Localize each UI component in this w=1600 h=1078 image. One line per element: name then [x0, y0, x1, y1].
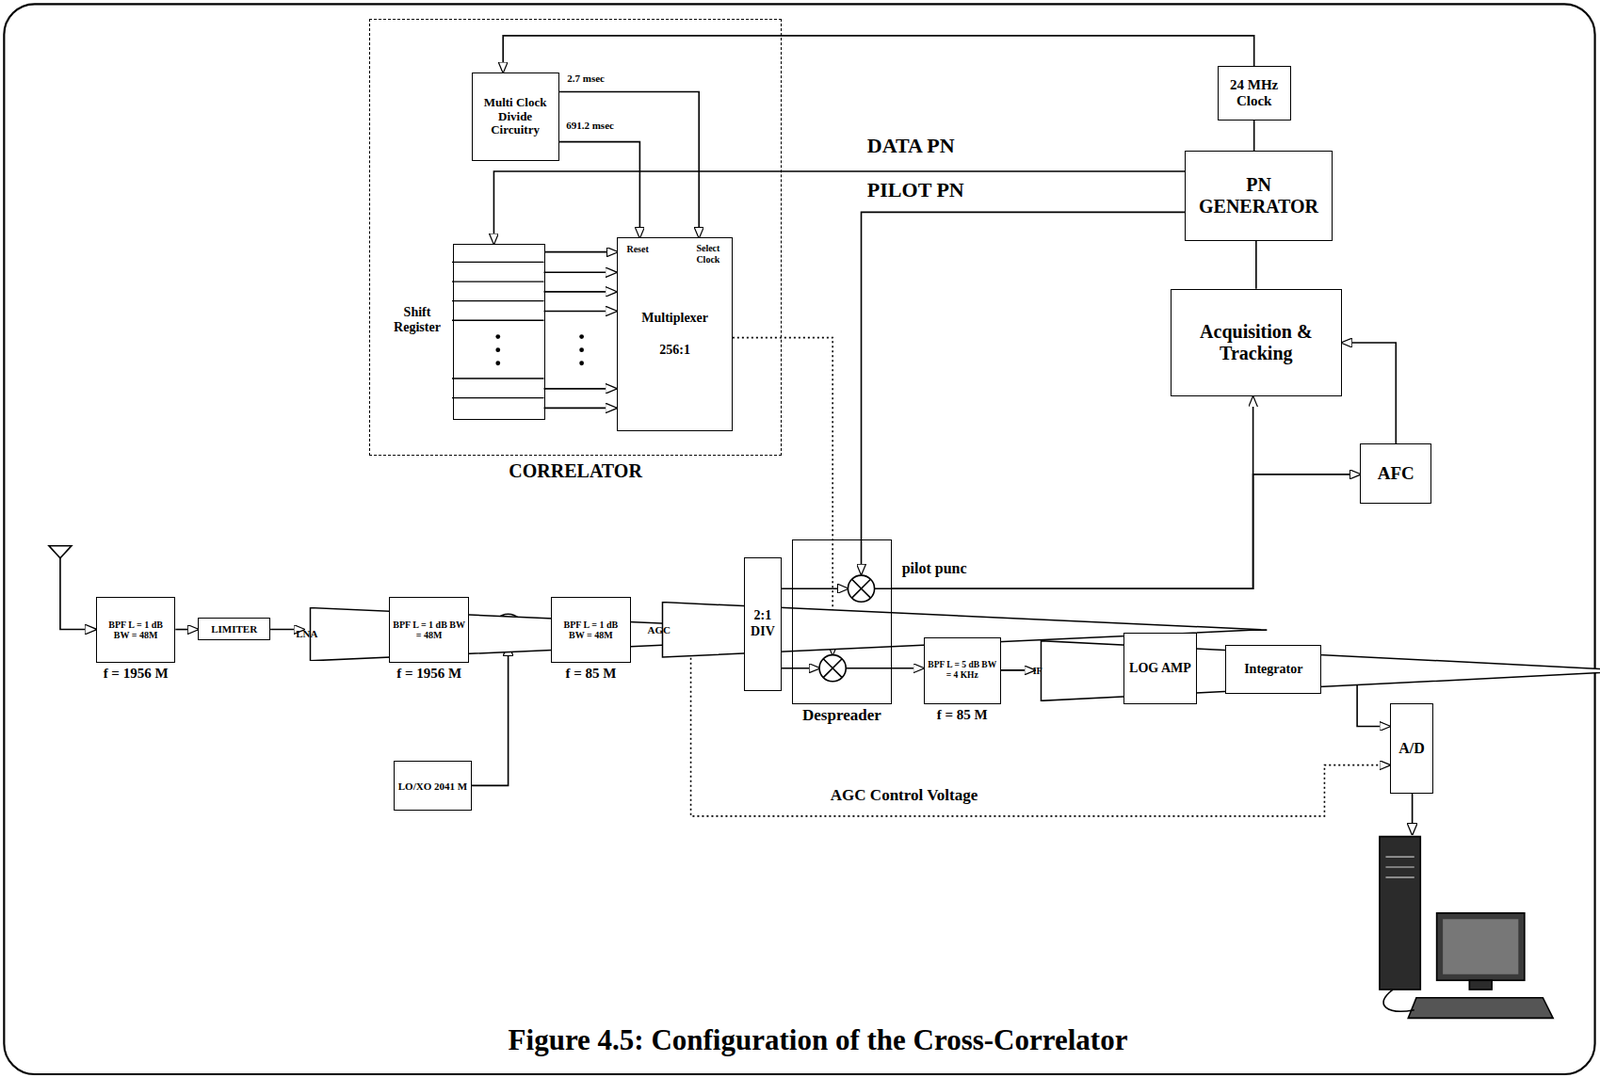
node-label: LIMITER [210, 623, 258, 636]
node-label: AGC [647, 624, 671, 637]
figure-caption: Figure 4.5: Configuration of the Cross-C… [0, 1023, 1600, 1058]
multiplier-cross [852, 579, 872, 598]
tap-arrow [544, 310, 617, 313]
signal-label: 691.2 msec [564, 119, 616, 132]
figure-frame [3, 3, 1595, 1075]
signal-label: DATA PN [865, 133, 957, 158]
signal-label: AGC Control Voltage [828, 786, 980, 806]
multiplexer-box: Reset Select ClockMultiplexer 256:1 [616, 237, 732, 432]
node-label: Multiplexer [641, 310, 709, 326]
node-label: Multi Clock Divide Circuitry [475, 96, 556, 139]
node-label: PN GENERATOR [1188, 174, 1329, 218]
signal-label: PILOT PN [865, 177, 967, 202]
node-label: 24 MHz Clock [1221, 77, 1288, 111]
outside-label: CORRELATOR [370, 460, 781, 483]
afc-box: AFC [1359, 443, 1432, 504]
shift-register-cells [452, 261, 545, 398]
bandpass-filter-box: BPF L = 1 dB BW = 48Mf = 1956 M [388, 597, 470, 663]
node-label: BPF L = 5 dB BW = 4 KHz [927, 660, 998, 681]
node-label: Integrator [1244, 662, 1303, 678]
signal-connector [175, 629, 198, 631]
bandpass-filter-box: BPF L = 1 dB BW = 48Mf = 85 M [550, 597, 631, 663]
multiplier-cross [823, 659, 842, 679]
computer-tower [1379, 837, 1421, 991]
signal-connector [559, 142, 641, 239]
node-label: AFC [1377, 463, 1415, 485]
signal-connector [781, 667, 820, 670]
limiter-box: LIMITER [197, 617, 271, 642]
dot [579, 334, 584, 340]
adc-output-wire [1411, 793, 1414, 835]
multiplier-symbol [847, 575, 874, 602]
signal-connector [1001, 669, 1035, 672]
antenna-symbol [48, 546, 72, 559]
signal-connector [891, 667, 924, 670]
clock-box: 24 MHz Clock [1217, 65, 1292, 120]
tower-bays [1385, 856, 1414, 878]
node-label: 256:1 [659, 342, 691, 358]
signal-connector [891, 396, 1254, 589]
dot [495, 360, 501, 366]
tap-arrow [544, 290, 617, 293]
outside-label: Select Clock [689, 242, 728, 265]
signal-connector [559, 92, 700, 239]
oscillator-box: LO/XO 2041 M [393, 760, 471, 811]
signal-connector [502, 35, 1254, 73]
outside-label: f = 1956 M [367, 665, 492, 682]
outside-label: Despreader [774, 706, 910, 726]
outside-label: f = 85 M [529, 665, 653, 682]
ellipsis-dots [495, 334, 584, 366]
node-label: A/D [1398, 740, 1425, 758]
node-label: BPF L = 1 dB BW = 48M [554, 619, 628, 642]
node-label: LO/XO 2041 M [398, 780, 468, 793]
clock-divider-box: Multi Clock Divide Circuitry [471, 72, 560, 162]
signal-connector [861, 211, 1185, 575]
signal-connector [493, 171, 1185, 244]
monitor-stand [1469, 980, 1492, 990]
dot [495, 347, 501, 353]
signal-connector [1253, 120, 1256, 152]
despreader-group: Despreader [791, 539, 892, 704]
pn-generator-box: PN GENERATOR [1184, 150, 1333, 241]
integrator-box: Integrator [1225, 645, 1322, 695]
acquisition-box: Acquisition & Tracking [1170, 289, 1342, 398]
node-label: LNA [295, 628, 318, 641]
computer-monitor [1437, 913, 1525, 982]
node-label: BPF L = 1 dB BW = 48M [392, 619, 467, 642]
lo-wire [471, 645, 509, 787]
outside-label: f = 85 M [902, 707, 1023, 724]
dot [495, 334, 501, 340]
tap-arrow [544, 407, 617, 410]
bandpass-filter-box: BPF L = 5 dB BW = 4 KHzf = 85 M [923, 637, 1002, 704]
multiplier-symbol [819, 655, 846, 682]
tap-arrow [544, 271, 617, 274]
monitor-screen [1442, 919, 1519, 975]
signal-connector [545, 251, 618, 254]
computer-keyboard [1407, 998, 1553, 1019]
node-label: IF [1033, 665, 1043, 678]
antenna-wire [60, 558, 97, 631]
outside-label: f = 1956 M [74, 665, 198, 682]
outside-label: Reset [626, 243, 648, 256]
divider-box: 2:1 DIV [743, 557, 782, 692]
node-label: 2:1 DIV [747, 608, 778, 639]
signal-connector [891, 474, 1360, 589]
node-label: BPF L = 1 dB BW = 48M [99, 619, 173, 642]
node-label: LOG AMP [1129, 661, 1192, 677]
node-label: Acquisition & Tracking [1174, 321, 1339, 365]
shift-register: Shift Register [452, 243, 546, 421]
outside-label: Shift Register [387, 305, 447, 336]
computer-cable [1383, 989, 1415, 1012]
tap-arrow [544, 387, 617, 390]
adc-box: A/D [1389, 703, 1435, 794]
signal-label: pilot punc [900, 560, 970, 578]
dot [579, 347, 584, 353]
signal-connector [1255, 241, 1258, 290]
bandpass-filter-box: BPF L = 1 dB BW = 48Mf = 1956 M [96, 597, 177, 663]
dot [579, 360, 584, 366]
log-amp-box: LOG AMP [1123, 632, 1197, 705]
signal-label: 2.7 msec [565, 72, 607, 85]
signal-connector [691, 644, 1390, 817]
signal-connector [1341, 342, 1396, 444]
